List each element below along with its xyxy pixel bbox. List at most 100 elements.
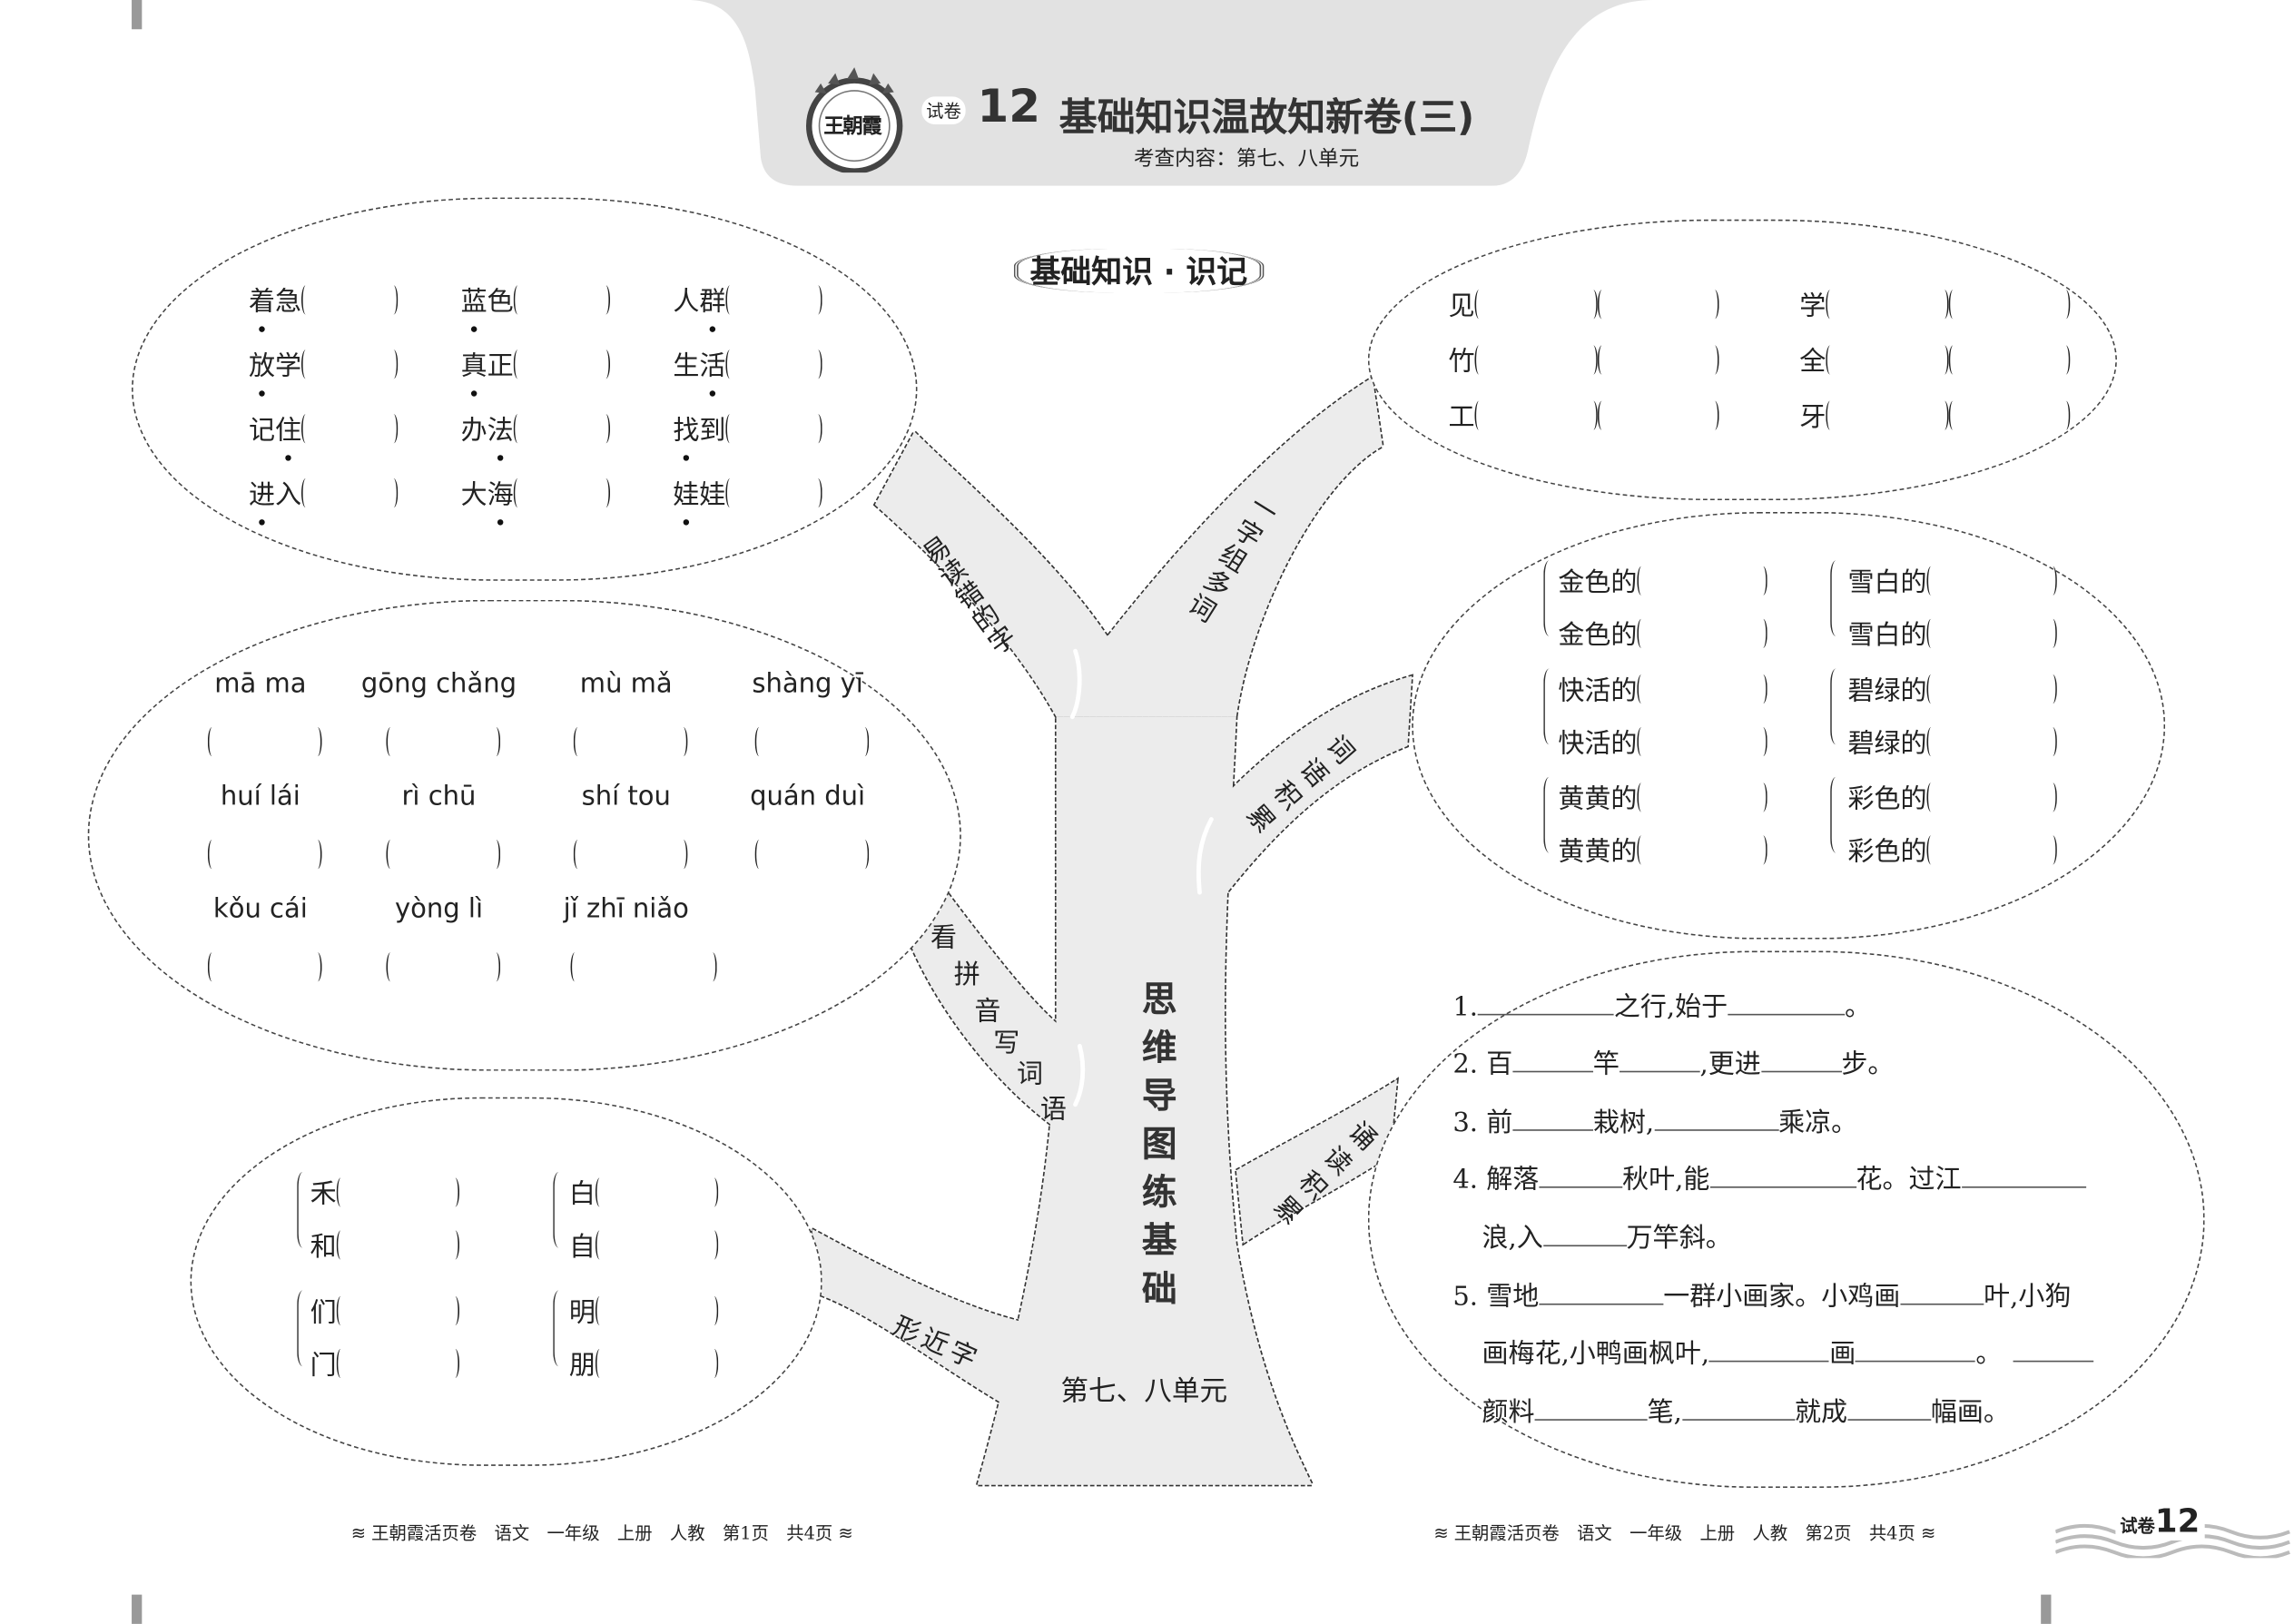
blank-field[interactable] bbox=[1961, 1166, 2086, 1188]
word-text: 黄黄的 bbox=[1558, 783, 1638, 815]
paren-close-icon bbox=[1760, 566, 1767, 595]
publisher-logo: 王朝霞 bbox=[803, 67, 906, 174]
line-text: 。 bbox=[1845, 991, 1872, 1023]
emphasis-dot-icon bbox=[709, 326, 716, 332]
paren-open-icon bbox=[207, 952, 215, 982]
blank-field[interactable] bbox=[1847, 1399, 1931, 1421]
pinyin-answer-box[interactable] bbox=[573, 724, 688, 760]
line-text: 幅画。 bbox=[1930, 1397, 2010, 1428]
paren-open-icon bbox=[336, 1177, 344, 1207]
pinyin-answer-box[interactable] bbox=[573, 837, 688, 872]
misread-item: 进入 bbox=[249, 476, 399, 526]
pinyin-text: mù mǎ bbox=[579, 668, 673, 700]
cloud-misread-chars bbox=[132, 197, 918, 581]
blank-field[interactable] bbox=[1539, 1283, 1664, 1305]
blank-field[interactable] bbox=[1542, 1225, 1627, 1247]
blank-field[interactable] bbox=[1539, 1166, 1623, 1188]
paren-open-icon bbox=[1947, 400, 1955, 430]
char-text: 牙 bbox=[1799, 402, 1826, 434]
paren-open-icon bbox=[1926, 726, 1934, 757]
paren-open-icon bbox=[513, 414, 521, 444]
brace-icon bbox=[1543, 560, 1555, 637]
pinyin-answer-box[interactable] bbox=[570, 950, 717, 985]
cloud-one-char-words bbox=[1367, 219, 2117, 501]
line-text: 4. 解落 bbox=[1452, 1164, 1540, 1196]
paren-open-icon bbox=[300, 477, 309, 508]
word-text: 雪白的 bbox=[1847, 567, 1927, 599]
pinyin-answer-box[interactable] bbox=[754, 724, 870, 760]
blank-field[interactable] bbox=[1760, 1050, 1842, 1073]
blank-field[interactable] bbox=[2013, 1340, 2094, 1363]
paren-close-icon bbox=[815, 285, 822, 315]
page-title: 基础知识温故知新卷(三) bbox=[1058, 96, 1475, 141]
paren-close-icon bbox=[711, 1348, 719, 1379]
pinyin-answer-box[interactable] bbox=[207, 724, 322, 760]
word-text: 快活的 bbox=[1558, 675, 1638, 707]
paren-open-icon bbox=[1826, 400, 1833, 430]
section-heading: 基础知识 · 识记 bbox=[1013, 248, 1264, 293]
brace-icon bbox=[553, 1171, 565, 1248]
paren-close-icon bbox=[1760, 782, 1767, 812]
blank-field[interactable] bbox=[1900, 1283, 1984, 1305]
pinyin-text: jǐ zhī niǎo bbox=[563, 893, 689, 925]
blank-field[interactable] bbox=[1709, 1340, 1830, 1363]
blank-field[interactable] bbox=[1681, 1399, 1796, 1421]
accumulation-item: 雪白的 bbox=[1847, 563, 2057, 599]
paren-open-icon bbox=[1474, 290, 1482, 320]
paren-open-icon bbox=[1926, 618, 1934, 648]
pinyin-answer-box[interactable] bbox=[754, 837, 870, 872]
binding-mark bbox=[2041, 1594, 2052, 1624]
line-text: 5. 雪地 bbox=[1452, 1281, 1540, 1313]
similar-char-item: 明 bbox=[569, 1294, 719, 1328]
pinyin-text: quán duì bbox=[750, 781, 866, 812]
paren-close-icon bbox=[1712, 345, 1719, 375]
one-char-item: 全 bbox=[1799, 342, 2071, 378]
word-text: 放学 bbox=[249, 345, 301, 397]
one-char-item: 竹 bbox=[1448, 342, 1719, 378]
branch-label-char: 词 bbox=[1017, 1058, 1044, 1090]
misread-item: 找到 bbox=[673, 409, 822, 461]
pinyin-answer-box[interactable] bbox=[386, 837, 501, 872]
cloud-word-accumulation bbox=[1412, 512, 2166, 940]
similar-char-item: 自 bbox=[569, 1227, 719, 1263]
emphasis-dot-icon bbox=[683, 455, 690, 461]
badge-label: 试卷 bbox=[2120, 1515, 2155, 1537]
blank-field[interactable] bbox=[1728, 993, 1846, 1016]
blank-field[interactable] bbox=[1856, 1340, 1976, 1363]
pinyin-answer-box[interactable] bbox=[386, 724, 501, 760]
line-text: 乘凉。 bbox=[1778, 1107, 1858, 1138]
paren-close-icon bbox=[493, 840, 501, 870]
paren-close-icon bbox=[2063, 345, 2071, 375]
blank-field[interactable] bbox=[1619, 1050, 1700, 1073]
emphasis-dot-icon bbox=[259, 519, 265, 526]
one-char-item: 学 bbox=[1799, 287, 2071, 322]
accumulation-item: 快活的 bbox=[1558, 672, 1767, 707]
line-text: 竿 bbox=[1592, 1048, 1620, 1080]
pinyin-answer-box[interactable] bbox=[207, 837, 322, 872]
paren-close-icon bbox=[2050, 782, 2057, 812]
paren-open-icon bbox=[754, 840, 763, 870]
paren-open-icon bbox=[754, 726, 763, 757]
similar-char-item: 们 bbox=[310, 1294, 460, 1328]
blank-field[interactable] bbox=[1709, 1166, 1856, 1188]
emphasis-dot-icon bbox=[259, 326, 265, 332]
accumulation-item: 雪白的 bbox=[1847, 615, 2057, 651]
blank-field[interactable] bbox=[1512, 1050, 1593, 1073]
paren-open-icon bbox=[513, 285, 521, 315]
word-text: 找到 bbox=[673, 409, 725, 461]
paren-close-icon bbox=[1712, 290, 1719, 320]
pinyin-answer-box[interactable] bbox=[207, 950, 322, 985]
blank-field[interactable] bbox=[1512, 1109, 1593, 1131]
brace-icon bbox=[1830, 776, 1842, 853]
accumulation-item: 彩色的 bbox=[1847, 832, 2057, 868]
paren-open-icon bbox=[336, 1230, 344, 1260]
pinyin-answer-box[interactable] bbox=[386, 950, 501, 985]
blank-field[interactable] bbox=[1654, 1109, 1779, 1131]
blank-field[interactable] bbox=[1534, 1399, 1648, 1421]
paren-open-icon bbox=[595, 1295, 603, 1326]
paren-open-icon bbox=[386, 726, 393, 757]
paren-close-icon bbox=[1590, 400, 1598, 430]
char-text: 白 bbox=[568, 1178, 596, 1210]
paren-open-icon bbox=[595, 1348, 603, 1379]
blank-field[interactable] bbox=[1478, 993, 1614, 1016]
